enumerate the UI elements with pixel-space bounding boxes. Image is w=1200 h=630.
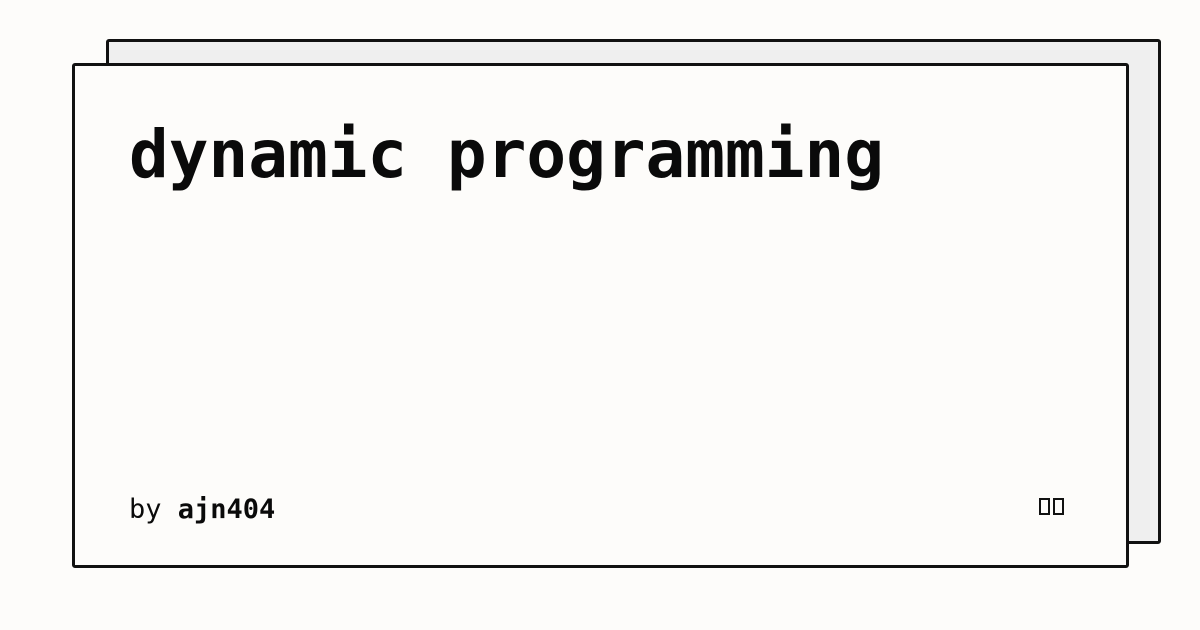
logo-square-right [1053,498,1064,515]
double-square-icon [1039,498,1064,515]
byline-prefix: by [129,494,162,525]
logo-square-left [1039,498,1050,515]
page-title: dynamic programming [129,116,884,193]
preview-card: dynamic programming by ajn404 [72,63,1129,568]
byline: by ajn404 [129,496,275,523]
author-name: ajn404 [177,494,276,525]
